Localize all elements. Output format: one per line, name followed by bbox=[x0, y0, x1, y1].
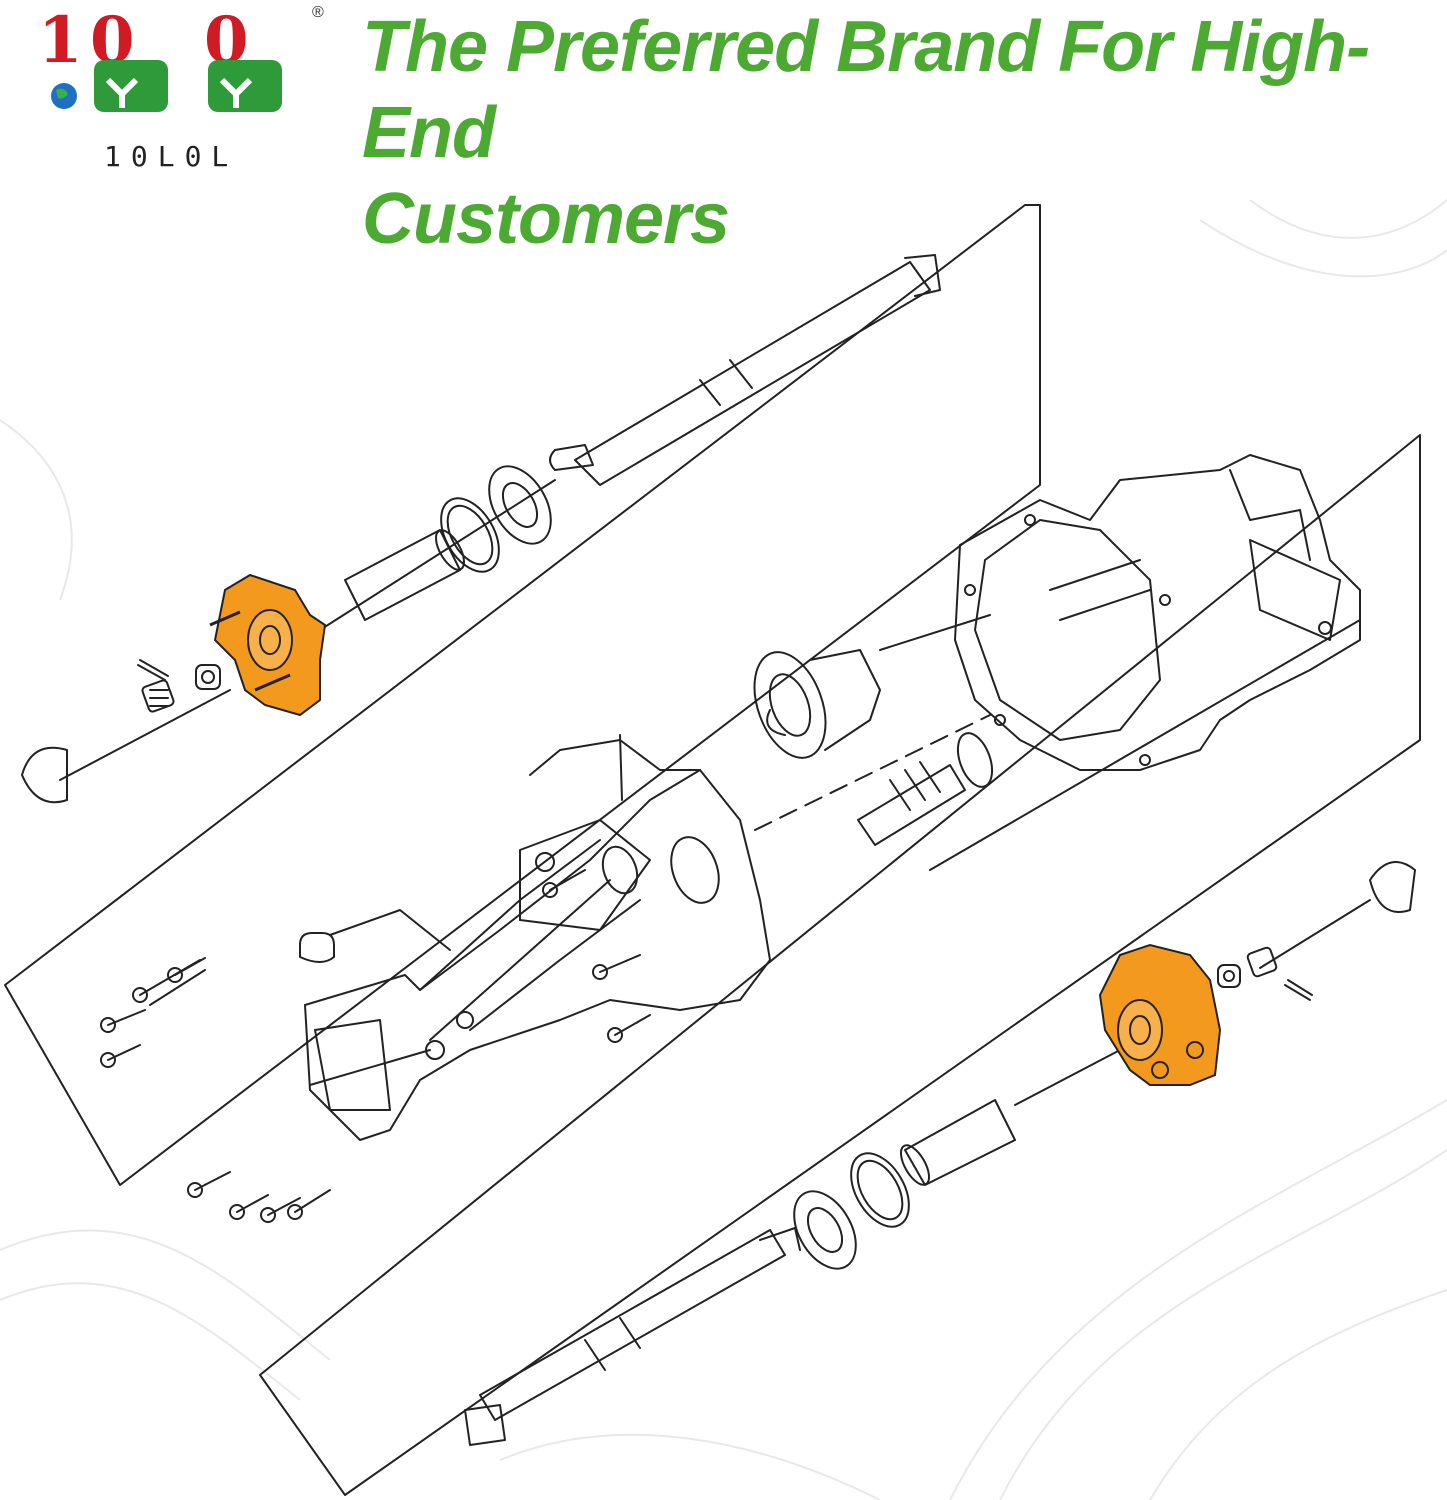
bolt-group-middle bbox=[542, 869, 651, 1043]
upper-washer bbox=[195, 664, 221, 690]
bolt-group-bottom bbox=[187, 1171, 331, 1223]
upper-group-outline bbox=[4, 204, 1041, 1186]
lower-group-outline bbox=[259, 434, 1421, 1496]
breather-plug bbox=[299, 932, 335, 963]
registered-mark: ® bbox=[312, 4, 324, 21]
right-cotter-pin bbox=[1284, 979, 1313, 1001]
exploded-axle-diagram bbox=[4, 204, 1421, 1496]
left-wheel-hub-flange bbox=[209, 573, 327, 717]
upper-castle-nut bbox=[141, 679, 175, 713]
headline-line-1: The Preferred Brand For High-End bbox=[362, 7, 1370, 173]
differential-carrier bbox=[954, 454, 1361, 771]
lower-axle-shaft bbox=[464, 1227, 801, 1446]
right-washer bbox=[1217, 964, 1241, 988]
upper-spacer-tube bbox=[344, 529, 465, 621]
upper-cotter-pin bbox=[137, 659, 169, 681]
right-castle-nut bbox=[1246, 946, 1278, 978]
lower-snap-ring bbox=[850, 1152, 910, 1228]
brand-logo: 1 0 0 ® 10L0L bbox=[28, 0, 348, 180]
bolt-group-left bbox=[100, 957, 206, 1068]
right-wheel-hub-flange bbox=[1098, 943, 1222, 1086]
logo-mark: 1 0 0 bbox=[38, 3, 282, 112]
headline: The Preferred Brand For High-End Custome… bbox=[362, 4, 1442, 262]
lower-spacer-tube bbox=[900, 1099, 1016, 1186]
axle-housing bbox=[304, 734, 771, 1141]
logo-wordmark: 10L0L bbox=[104, 140, 239, 173]
lower-bearing bbox=[793, 1190, 857, 1270]
upper-axle-shaft bbox=[549, 254, 941, 486]
upper-bearing bbox=[488, 465, 552, 545]
right-dust-cap bbox=[1369, 861, 1416, 913]
svg-text:1: 1 bbox=[38, 3, 83, 78]
headline-line-2: Customers bbox=[362, 179, 730, 259]
upper-dust-cap bbox=[21, 746, 68, 804]
pinion-gear bbox=[753, 649, 881, 759]
pinion-shaft bbox=[857, 732, 994, 846]
